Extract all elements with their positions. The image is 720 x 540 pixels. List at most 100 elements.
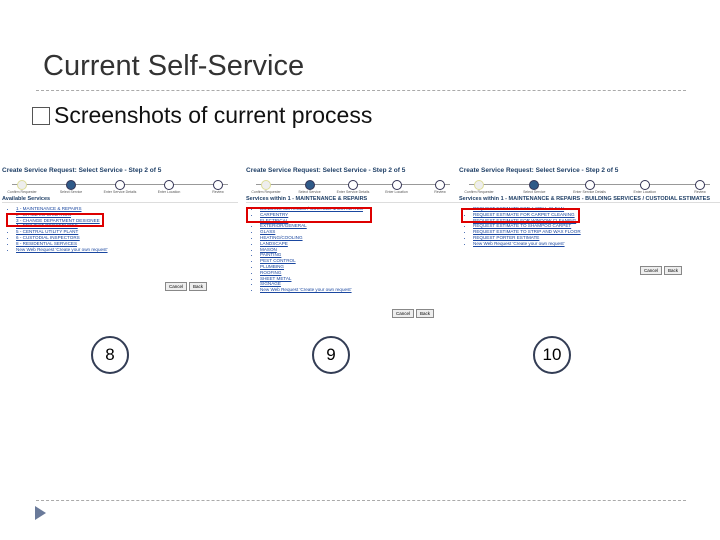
service-link[interactable]: REQUEST ESTIMATE FOR WINDOW CLEANING <box>473 218 720 224</box>
cancel-button[interactable]: Cancel <box>165 282 188 291</box>
step-dot-icon <box>435 180 445 190</box>
service-link[interactable]: GLASS <box>260 229 460 235</box>
service-link[interactable]: SIGNAGE <box>260 281 460 287</box>
step: Enter Service Details <box>333 180 373 194</box>
bullet-item: Screenshots of current process <box>32 102 372 129</box>
step-label: Enter Service Details <box>573 190 606 194</box>
step-dot-icon <box>639 180 650 190</box>
step: Confirm Requester <box>246 180 286 194</box>
service-link[interactable]: 8 - RESIDENTIAL SERVICES <box>16 241 238 247</box>
services-subtitle: Services within 1 - MAINTENANCE & REPAIR… <box>246 196 460 203</box>
service-link[interactable]: PLUMBING <box>260 264 460 270</box>
service-link[interactable]: MASON <box>260 247 460 253</box>
step-dot-icon <box>348 180 358 190</box>
service-link[interactable]: REQUEST ESTIMATE TO STRIP AND WAX FLOOR <box>473 229 720 235</box>
screenshot-header: Create Service Request: Select Service -… <box>246 167 406 174</box>
slide-title: Current Self-Service <box>43 50 305 82</box>
service-link[interactable]: CARPENTRY <box>260 212 460 218</box>
step-dot-icon <box>66 180 76 190</box>
step: Select Service <box>514 180 554 194</box>
step: Confirm Requester <box>459 180 499 194</box>
step: Select Service <box>51 180 91 194</box>
step-label: Enter Service Details <box>336 190 370 194</box>
service-link[interactable]: 3 - CHANGE DEPARTMENT DESIGNEE <box>16 218 238 224</box>
step-number-badge: 10 <box>533 336 571 374</box>
service-link[interactable]: PEST CONTROL <box>260 258 460 264</box>
highlight-box <box>461 208 580 223</box>
step: Review <box>198 180 238 194</box>
step-label: Confirm Requester <box>7 190 37 194</box>
step-dot-icon <box>115 180 125 190</box>
service-link[interactable]: HEATING/COOLING <box>260 235 460 241</box>
step-label: Select Service <box>523 190 546 194</box>
service-link[interactable]: 6 - CUSTODIAL INSPECTORS <box>16 235 238 241</box>
step-dot-icon <box>529 180 540 190</box>
step: Enter Location <box>625 180 665 194</box>
step-dot-icon <box>391 180 402 190</box>
service-link[interactable]: ELECTRICAL <box>260 218 460 224</box>
step-dot-icon <box>695 180 705 190</box>
step-label: Enter Location <box>157 190 181 194</box>
highlight-box <box>246 207 372 223</box>
cancel-button[interactable]: Cancel <box>640 266 663 275</box>
step-label: Enter Service Details <box>103 190 137 194</box>
services-subtitle: Services within 1 - MAINTENANCE & REPAIR… <box>459 196 720 203</box>
stepper: Confirm Requester Select Service Enter Ser… <box>246 180 460 194</box>
step-number-badge: 9 <box>312 336 350 374</box>
screenshot-header: Create Service Request: Select Service -… <box>2 167 162 174</box>
divider <box>36 500 686 501</box>
cancel-button[interactable]: Cancel <box>392 309 415 318</box>
step-dot-icon <box>304 180 315 190</box>
step: Enter Location <box>377 180 417 194</box>
step: Enter Location <box>149 180 189 194</box>
step-label: Review <box>212 190 224 194</box>
bullet-text: Screenshots of current process <box>54 102 373 128</box>
screenshot-8: Create Service Request: Select Service -… <box>2 167 238 252</box>
step: Select Service <box>290 180 330 194</box>
step-label: Select Service <box>298 190 321 194</box>
step-label: Enter Location <box>633 190 657 194</box>
step-label: Confirm Requester <box>464 190 494 194</box>
step-label: Review <box>434 190 446 194</box>
service-link[interactable]: 5 - CENTRAL UTILITY PLANT <box>16 229 238 235</box>
highlight-box <box>6 213 104 227</box>
step-dot-icon <box>17 180 27 190</box>
step: Enter Service Details <box>570 180 610 194</box>
back-button[interactable]: Back <box>416 309 435 318</box>
back-button[interactable]: Back <box>189 282 208 291</box>
step-number-badge: 8 <box>91 336 129 374</box>
service-link[interactable]: 1 - MAINTENANCE & REPAIRS <box>16 206 238 212</box>
service-link[interactable]: LANDSCAPE <box>260 241 460 247</box>
screenshot-header: Create Service Request: Select Service -… <box>459 167 619 174</box>
step-dot-icon <box>164 180 174 190</box>
step-label: Review <box>694 190 706 194</box>
step-label: Select Service <box>59 190 83 194</box>
step-dot-icon <box>261 180 271 190</box>
service-link[interactable]: PAINTING <box>260 252 460 258</box>
stepper: Confirm Requester Select Service Enter Ser… <box>2 180 238 194</box>
service-link[interactable]: SHEET METAL <box>260 276 460 282</box>
back-button[interactable]: Back <box>664 266 683 275</box>
triangle-icon <box>35 506 46 520</box>
service-link[interactable]: REQUEST ESTIMATE FOR CARPET CLEANING <box>473 212 720 218</box>
service-link[interactable]: ROOFING <box>260 270 460 276</box>
screenshot-9: Create Service Request: Select Service -… <box>246 167 460 293</box>
service-link[interactable]: EXTERIOR/GENERAL <box>260 223 460 229</box>
step: Review <box>680 180 720 194</box>
step-dot-icon <box>474 180 484 190</box>
service-link[interactable]: New Web Request 'Create your own request… <box>473 241 720 247</box>
step-label: Enter Location <box>385 190 408 194</box>
service-link[interactable]: REQUEST PORTER ESTIMATE <box>473 235 720 241</box>
step-dot-icon <box>584 180 595 190</box>
step-dot-icon <box>213 180 223 190</box>
step-label: Confirm Requester <box>251 190 281 194</box>
service-link[interactable]: New Web Request 'Create your own request… <box>260 287 460 293</box>
bullet-box-icon <box>32 106 50 125</box>
service-link[interactable]: REQUEST ESTIMATE TO SHAMPOO CARPET <box>473 223 720 229</box>
screenshot-10: Create Service Request: Select Service -… <box>459 167 720 247</box>
service-link[interactable]: New Web Request 'Create your own request… <box>16 247 238 253</box>
step: Confirm Requester <box>2 180 42 194</box>
